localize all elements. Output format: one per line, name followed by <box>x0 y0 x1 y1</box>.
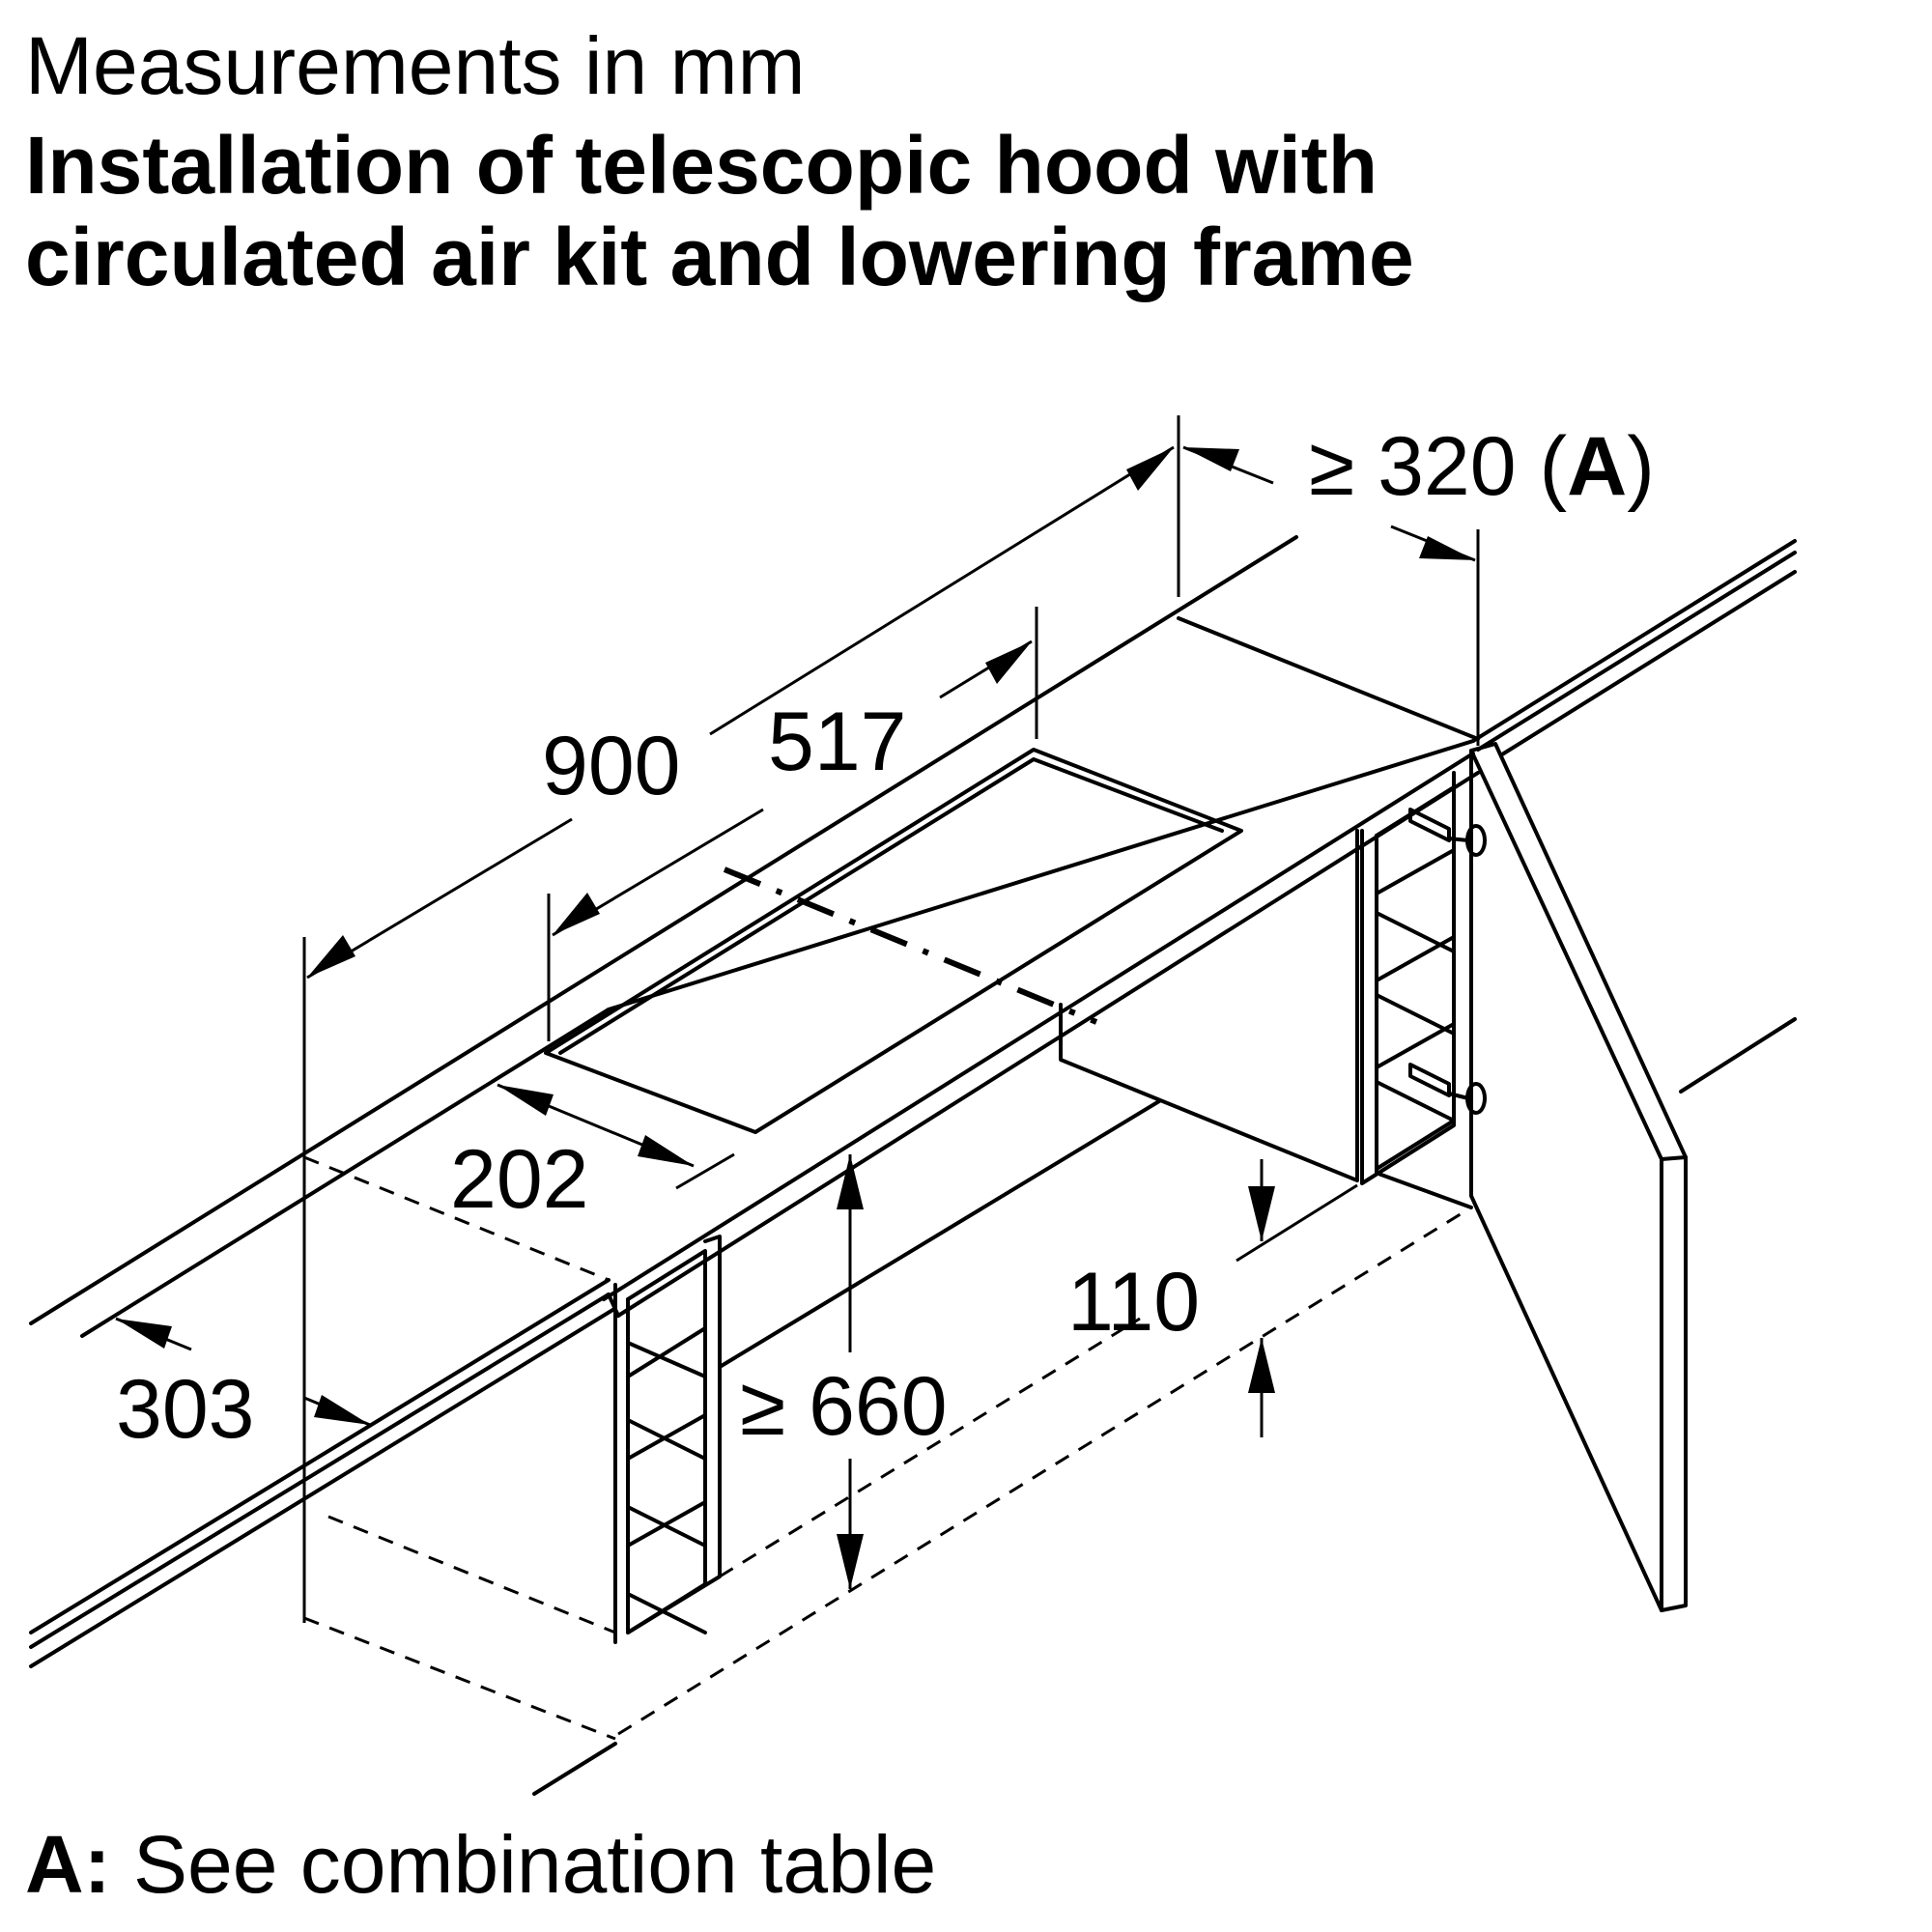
units-caption: Measurements in mm <box>25 20 806 111</box>
dimension-202: 202 <box>450 1083 735 1226</box>
footnote: A: See combination table <box>25 1824 936 1905</box>
label-320-ref: A <box>1567 420 1627 513</box>
footnote-key: A: <box>25 1819 111 1910</box>
dimension-303: 303 <box>115 1317 371 1456</box>
footnote-text: See combination table <box>110 1819 937 1910</box>
side-panel <box>1377 742 1797 1612</box>
floor-line <box>532 1742 617 1796</box>
diagram-title: Installation of telescopic hood with cir… <box>25 120 1414 303</box>
dimension-517: 517 <box>547 607 1038 1041</box>
lowering-frame-right <box>1360 771 1487 1185</box>
lowering-frame-left <box>613 1235 722 1644</box>
label-320-prefix: ≥ 320 ( <box>1309 420 1567 513</box>
label-900: 900 <box>542 720 681 812</box>
cabinet-top <box>29 535 1797 1668</box>
label-517: 517 <box>768 696 907 788</box>
label-660: ≥ 660 <box>740 1360 948 1453</box>
label-303: 303 <box>116 1363 255 1456</box>
center-line <box>723 867 1098 1025</box>
hood-cutout <box>544 748 1243 1134</box>
label-110: 110 <box>1067 1256 1200 1349</box>
label-202: 202 <box>450 1133 589 1226</box>
label-320-suffix: ) <box>1627 420 1655 513</box>
dimension-660: ≥ 660 <box>740 1154 948 1589</box>
dimension-110: 110 <box>1067 1159 1358 1437</box>
dimension-320: ≥ 320 (A) <box>1182 420 1655 746</box>
hood-body <box>718 829 1359 1369</box>
dimension-900: 900 <box>302 415 1180 1623</box>
title-line-1: Installation of telescopic hood with <box>25 120 1378 211</box>
label-320: ≥ 320 (A) <box>1309 420 1655 513</box>
title-line-2: circulated air kit and lowering frame <box>25 212 1414 302</box>
